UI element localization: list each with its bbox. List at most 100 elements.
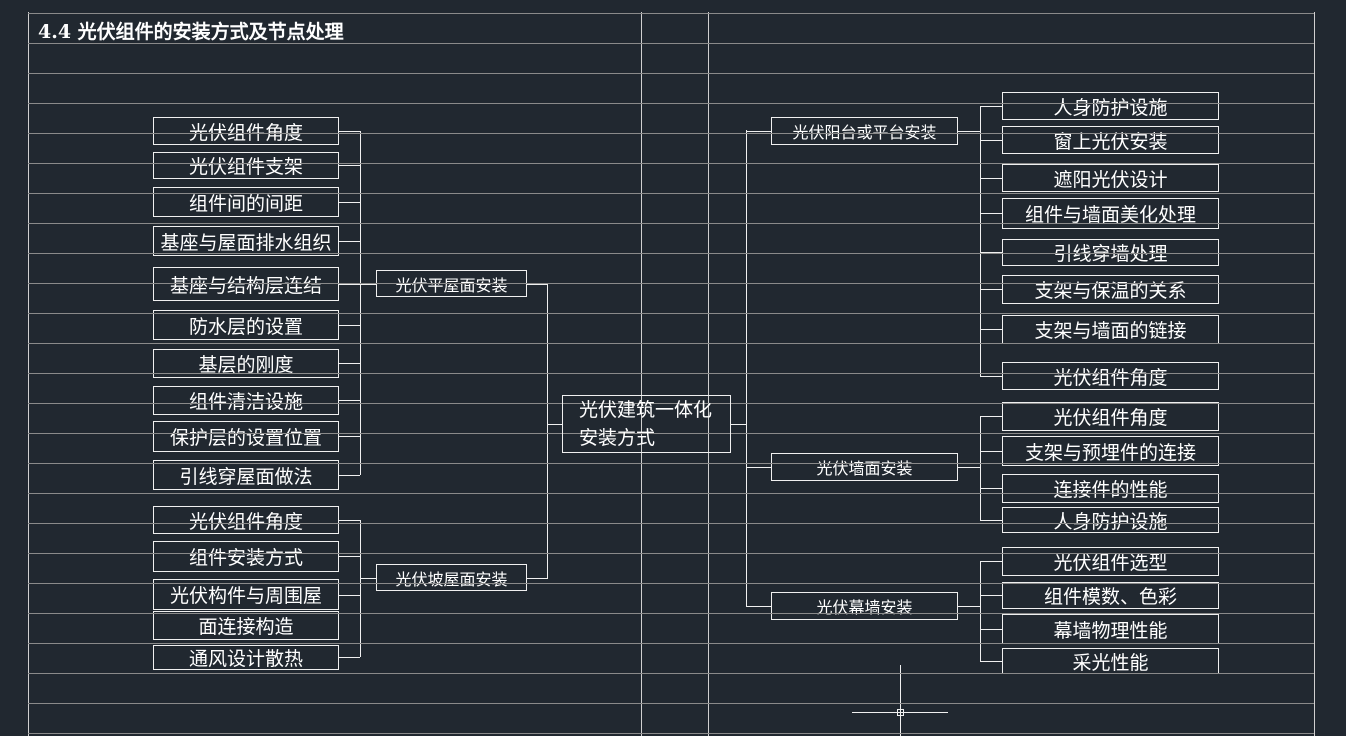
- node-item[interactable]: 光伏组件支架: [153, 152, 339, 179]
- connector-line: [360, 520, 361, 657]
- grid-line: [28, 433, 1314, 434]
- grid-line: [28, 703, 1314, 704]
- connector-line: [957, 606, 980, 607]
- connector-line: [338, 202, 360, 203]
- grid-line: [28, 553, 1314, 554]
- connector-line: [980, 416, 981, 520]
- node-item[interactable]: 基层的刚度: [153, 349, 339, 378]
- connector-line: [980, 451, 1002, 452]
- connector-line: [746, 130, 747, 607]
- connector-line: [980, 178, 1002, 179]
- connector-line: [338, 475, 360, 476]
- node-item[interactable]: 组件模数、色彩: [1002, 582, 1219, 609]
- connector-line: [338, 400, 360, 401]
- node-item[interactable]: 支架与保温的关系: [1002, 275, 1219, 304]
- section-title: 4.4 光伏组件的安装方式及节点处理: [38, 21, 344, 43]
- cursor-crosshair-vertical: [900, 665, 901, 736]
- node-item[interactable]: 保护层的设置位置: [153, 421, 339, 452]
- grid-line: [28, 13, 1314, 14]
- connector-line: [338, 556, 360, 557]
- connector-line: [980, 488, 1002, 489]
- node-item[interactable]: 引线穿墙处理: [1002, 239, 1219, 266]
- grid-line: [28, 43, 1314, 44]
- node-item[interactable]: 支架与预埋件的连接: [1002, 436, 1219, 466]
- node-item[interactable]: 光伏组件选型: [1002, 547, 1219, 576]
- node-item[interactable]: 面连接构造: [153, 611, 339, 640]
- center-node-line2: 安装方式: [579, 427, 656, 449]
- node-item[interactable]: 遮阳光伏设计: [1002, 164, 1219, 192]
- grid-line: [28, 223, 1314, 224]
- node-item[interactable]: 连接件的性能: [1002, 474, 1219, 503]
- connector-line: [746, 131, 771, 132]
- node-item[interactable]: 组件间的间距: [153, 187, 339, 217]
- connector-line: [980, 376, 1002, 377]
- grid-line: [28, 133, 1314, 134]
- group-node[interactable]: 光伏幕墙安装: [771, 592, 958, 620]
- connector-line: [338, 657, 360, 658]
- grid-line: [28, 163, 1314, 164]
- grid-line-vertical: [28, 12, 29, 736]
- node-item[interactable]: 引线穿屋面做法: [153, 460, 339, 490]
- node-item[interactable]: 采光性能: [1002, 648, 1219, 674]
- grid-line: [28, 613, 1314, 614]
- connector-line: [980, 561, 1002, 562]
- node-item[interactable]: 光伏组件角度: [153, 506, 339, 534]
- group-node[interactable]: 光伏墙面安装: [771, 453, 958, 481]
- connector-line: [980, 561, 981, 661]
- node-item[interactable]: 组件清洁设施: [153, 386, 339, 415]
- node-item[interactable]: 窗上光伏安装: [1002, 126, 1219, 154]
- grid-line: [28, 673, 1314, 674]
- grid-line: [28, 343, 1314, 344]
- connector-line: [980, 629, 1002, 630]
- group-node[interactable]: 光伏阳台或平台安装: [771, 117, 958, 145]
- node-item[interactable]: 光伏组件角度: [1002, 402, 1219, 431]
- connector-line: [338, 595, 360, 596]
- connector-line: [547, 424, 562, 425]
- node-item[interactable]: 人身防护设施: [1002, 507, 1219, 533]
- node-item[interactable]: 光伏组件角度: [153, 117, 339, 145]
- connector-line: [526, 284, 547, 285]
- node-item[interactable]: 基座与结构层连结: [153, 267, 339, 301]
- connector-line: [980, 213, 1002, 214]
- connector-line: [980, 106, 981, 376]
- connector-line: [980, 106, 1002, 107]
- grid-line: [28, 253, 1314, 254]
- connector-line: [980, 416, 1002, 417]
- grid-line: [28, 463, 1314, 464]
- connector-line: [338, 165, 360, 166]
- connector-line: [746, 606, 771, 607]
- node-item[interactable]: 防水层的设置: [153, 310, 339, 340]
- connector-line: [957, 131, 980, 132]
- grid-line: [28, 193, 1314, 194]
- grid-line: [28, 643, 1314, 644]
- grid-line: [28, 493, 1314, 494]
- node-item[interactable]: 人身防护设施: [1002, 92, 1219, 120]
- connector-line: [360, 578, 376, 579]
- node-item[interactable]: 组件与墙面美化处理: [1002, 198, 1219, 229]
- connector-line: [980, 289, 1002, 290]
- connector-line: [980, 520, 1002, 521]
- node-item[interactable]: 支架与墙面的链接: [1002, 315, 1219, 344]
- connector-line: [338, 284, 360, 285]
- node-item[interactable]: 光伏组件角度: [1002, 362, 1219, 390]
- connector-line: [338, 241, 360, 242]
- grid-line: [28, 73, 1314, 74]
- connector-line: [730, 424, 746, 425]
- group-node[interactable]: 光伏坡屋面安装: [376, 564, 527, 591]
- node-item[interactable]: 光伏构件与周围屋: [153, 579, 339, 610]
- node-item[interactable]: 基座与屋面排水组织: [153, 226, 339, 256]
- connector-line: [338, 131, 360, 132]
- grid-line: [28, 103, 1314, 104]
- connector-line: [980, 595, 1002, 596]
- node-item[interactable]: 通风设计散热: [153, 645, 339, 670]
- grid-line-vertical: [641, 12, 642, 736]
- center-node[interactable]: 光伏建筑一体化 安装方式: [562, 395, 731, 453]
- grid-line: [28, 283, 1314, 284]
- connector-line: [980, 661, 1002, 662]
- node-item[interactable]: 幕墙物理性能: [1002, 614, 1219, 644]
- center-node-line1: 光伏建筑一体化: [579, 399, 713, 421]
- node-item[interactable]: 组件安装方式: [153, 541, 339, 572]
- connector-line: [980, 140, 1002, 141]
- grid-line: [28, 733, 1314, 734]
- connector-line: [746, 467, 771, 468]
